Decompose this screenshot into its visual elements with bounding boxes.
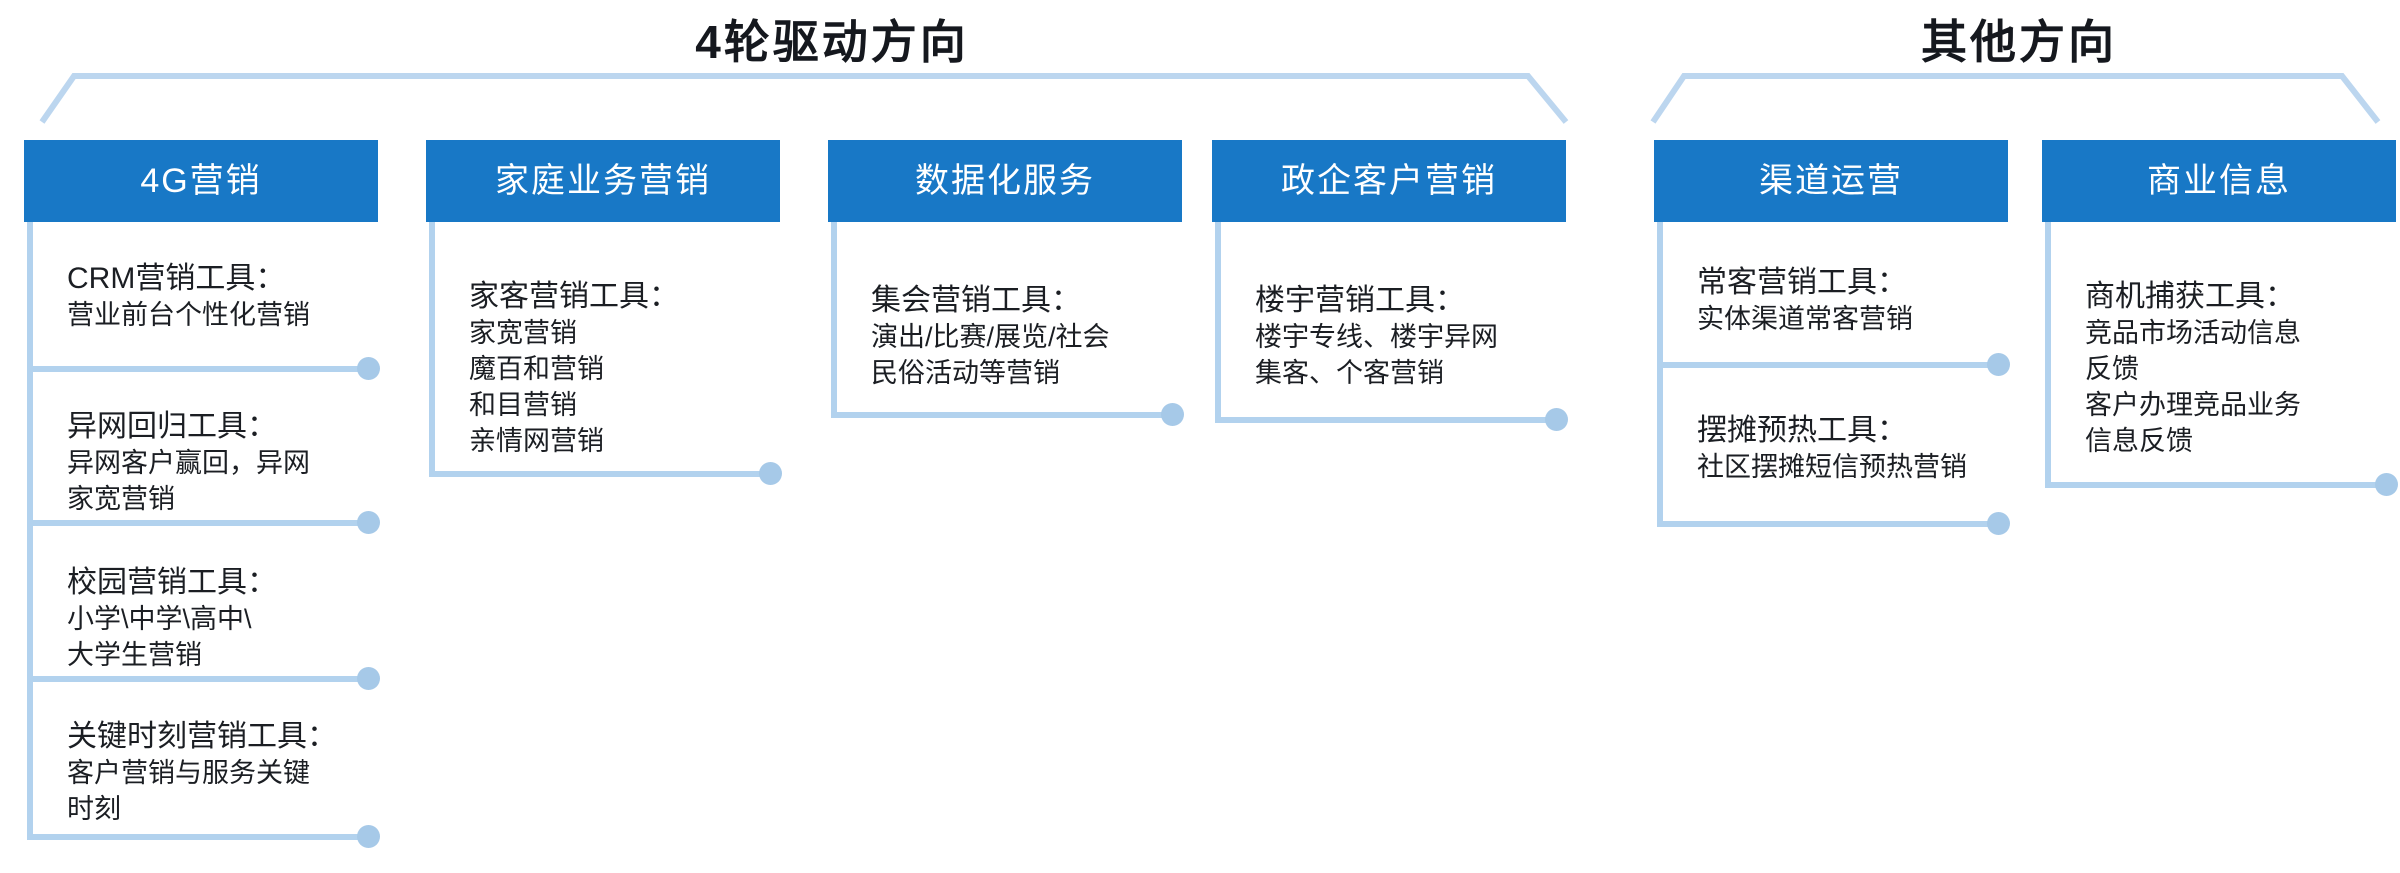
item-line: 异网客户赢回，异网 (67, 448, 310, 478)
connector-dot-icon (1161, 403, 1184, 426)
item-line: 小学\中学\高中\ (67, 604, 252, 634)
list-item: 关键时刻营销工具： 客户营销与服务关键 时刻 (33, 682, 380, 848)
connector-dot-icon (1545, 408, 1568, 431)
connector-dot-icon (759, 462, 782, 485)
item-title: 关键时刻营销工具： (67, 720, 337, 753)
item-line: 反馈 (2085, 354, 2139, 384)
item-title: 集会营销工具： (871, 284, 1081, 317)
column-government-enterprise-marketing: 政企客户营销 楼宇营销工具： 楼宇专线、楼宇异网 集客、个客营销 (1212, 140, 1568, 431)
list-item: 家客营销工具： 家宽营销 魔百和营销 和目营销 亲情网营销 (435, 222, 782, 485)
connector-dot-icon (357, 511, 380, 534)
section-title-four-drive: 4轮驱动方向 (695, 16, 969, 68)
list-item: 集会营销工具： 演出/比赛/展览/社会 民俗活动等营销 (837, 222, 1184, 426)
list-item: 校园营销工具： 小学\中学\高中\ 大学生营销 (33, 526, 380, 690)
item-line: 民俗活动等营销 (871, 358, 1060, 388)
item-line: 营业前台个性化营销 (67, 300, 310, 330)
item-title: 异网回归工具： (67, 410, 277, 443)
column-4g-marketing: 4G营销 CRM营销工具： 营业前台个性化营销 异网回归工具： 异网客户赢回，异… (24, 140, 380, 848)
item-line: 演出/比赛/展览/社会 (871, 322, 1110, 352)
column-header: 渠道运营 (1654, 140, 2008, 222)
list-item: CRM营销工具： 营业前台个性化营销 (33, 222, 380, 380)
item-line: 家宽营销 (469, 318, 577, 348)
column-header: 数据化服务 (828, 140, 1182, 222)
column-body: 商机捕获工具： 竞品市场活动信息 反馈 客户办理竞品业务 信息反馈 (2045, 222, 2398, 496)
item-line: 楼宇专线、楼宇异网 (1255, 322, 1498, 352)
item-line: 信息反馈 (2085, 426, 2193, 456)
item-line: 竞品市场活动信息 (2085, 318, 2301, 348)
item-line: 亲情网营销 (469, 426, 604, 456)
item-line: 客户办理竞品业务 (2085, 390, 2301, 420)
list-item: 异网回归工具： 异网客户赢回，异网 家宽营销 (33, 372, 380, 534)
item-title: 校园营销工具： (67, 566, 277, 599)
item-line: 和目营销 (469, 390, 577, 420)
column-body: 楼宇营销工具： 楼宇专线、楼宇异网 集客、个客营销 (1215, 222, 1568, 431)
column-business-information: 商业信息 商机捕获工具： 竞品市场活动信息 反馈 客户办理竞品业务 信息反馈 (2042, 140, 2398, 496)
item-line: 社区摆摊短信预热营销 (1697, 452, 1967, 482)
item-line: 客户营销与服务关键 (67, 758, 310, 788)
column-home-business-marketing: 家庭业务营销 家客营销工具： 家宽营销 魔百和营销 和目营销 亲情网营销 (426, 140, 782, 485)
column-channel-operations: 渠道运营 常客营销工具： 实体渠道常客营销 摆摊预热工具： 社区摆摊短信预热营销 (1654, 140, 2010, 535)
list-item: 摆摊预热工具： 社区摆摊短信预热营销 (1663, 368, 2010, 535)
bracket-other-icon (1650, 73, 2381, 124)
item-line: 实体渠道常客营销 (1697, 304, 1913, 334)
column-body: 集会营销工具： 演出/比赛/展览/社会 民俗活动等营销 (831, 222, 1184, 426)
item-title: 家客营销工具： (469, 280, 679, 313)
column-header: 商业信息 (2042, 140, 2396, 222)
column-body: 家客营销工具： 家宽营销 魔百和营销 和目营销 亲情网营销 (429, 222, 782, 485)
item-line: 集客、个客营销 (1255, 358, 1444, 388)
list-item: 商机捕获工具： 竞品市场活动信息 反馈 客户办理竞品业务 信息反馈 (2051, 222, 2398, 496)
list-item: 常客营销工具： 实体渠道常客营销 (1663, 222, 2010, 376)
item-title: 商机捕获工具： (2085, 280, 2295, 313)
item-title: 摆摊预热工具： (1697, 414, 1907, 447)
column-header: 家庭业务营销 (426, 140, 780, 222)
connector-dot-icon (357, 825, 380, 848)
item-title: 楼宇营销工具： (1255, 284, 1465, 317)
bracket-four-drive-icon (39, 73, 1569, 124)
column-header: 政企客户营销 (1212, 140, 1566, 222)
item-line: 时刻 (67, 794, 121, 824)
column-body: 常客营销工具： 实体渠道常客营销 摆摊预热工具： 社区摆摊短信预热营销 (1657, 222, 2010, 535)
item-line: 大学生营销 (67, 640, 202, 670)
item-line: 家宽营销 (67, 484, 175, 514)
list-item: 楼宇营销工具： 楼宇专线、楼宇异网 集客、个客营销 (1221, 222, 1568, 431)
column-data-services: 数据化服务 集会营销工具： 演出/比赛/展览/社会 民俗活动等营销 (828, 140, 1184, 426)
connector-dot-icon (2375, 473, 2398, 496)
connector-dot-icon (1987, 512, 2010, 535)
section-title-other: 其他方向 (1921, 16, 2117, 68)
connector-dot-icon (1987, 353, 2010, 376)
column-body: CRM营销工具： 营业前台个性化营销 异网回归工具： 异网客户赢回，异网 家宽营… (27, 222, 380, 848)
connector-dot-icon (357, 357, 380, 380)
item-title: CRM营销工具： (67, 262, 286, 295)
column-header: 4G营销 (24, 140, 378, 222)
connector-dot-icon (357, 667, 380, 690)
item-line: 魔百和营销 (469, 354, 604, 384)
item-title: 常客营销工具： (1697, 266, 1907, 299)
